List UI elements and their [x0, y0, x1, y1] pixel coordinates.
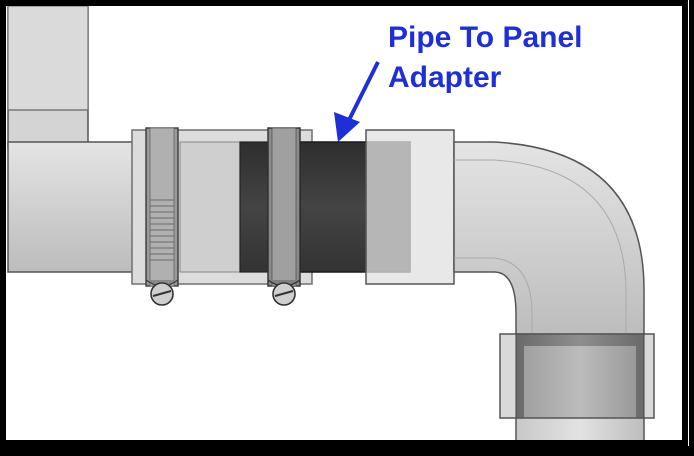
- lower-socket: [499, 333, 655, 419]
- hose-clamp-screw-right: [272, 282, 296, 306]
- callout-line-2: Adapter: [388, 61, 502, 94]
- adapter-callout-label: Pipe To Panel Adapter: [388, 18, 583, 98]
- image-frame: [0, 0, 688, 446]
- hose-clamp-right: [267, 127, 301, 287]
- horizontal-pipe-left: [7, 141, 137, 273]
- callout-arrow: [334, 61, 380, 142]
- callout-line-1: Pipe To Panel: [388, 21, 583, 54]
- elbow-pipe: [365, 129, 645, 341]
- hose-clamp-left: [145, 127, 179, 287]
- vertical-pipe-top: [7, 5, 89, 149]
- hose-clamp-screw-left: [150, 282, 174, 306]
- lower-pipe: [515, 417, 645, 443]
